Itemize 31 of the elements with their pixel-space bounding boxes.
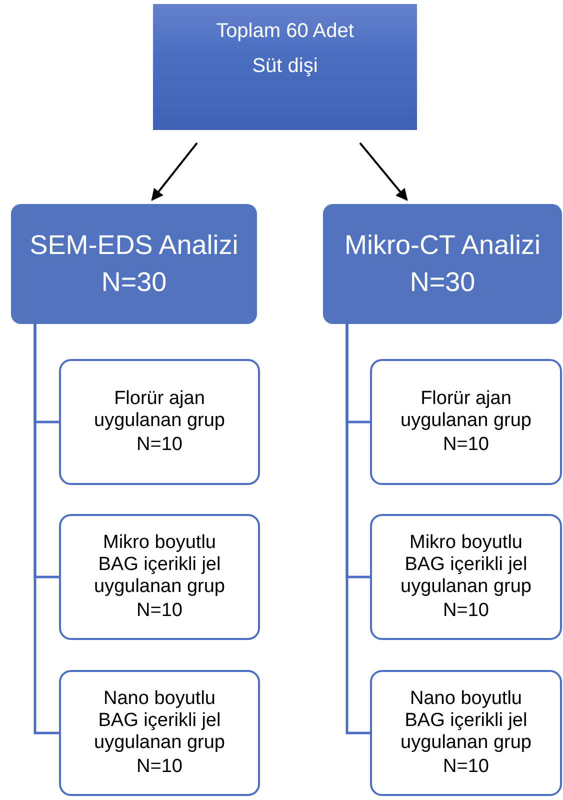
count-label: N=10 [443,756,489,778]
subgroup-box [370,670,562,796]
node-label: Nano boyutlu BAG içerikli jel uygulanan grup [400,688,532,754]
count-label: N=10 [136,756,182,778]
subgroup-box [370,359,562,485]
arrow [359,142,408,201]
count-label: N=30 [410,267,476,298]
subgroup-box [59,359,260,485]
arrow [151,142,198,201]
connector-line [346,324,370,734]
node-label: Mikro boyutlu BAG içerikli jel uygulanan grup [400,532,532,598]
subgroup-box [59,670,260,796]
count-label: N=30 [101,267,167,298]
node-label: Florür ajan uygulanan grup [400,388,532,432]
node-label: Florür ajan uygulanan grup [93,388,226,432]
group-box [323,204,562,324]
group-box [11,204,257,324]
node-label: SEM-EDS Analizi [30,230,238,261]
node-label: Mikro boyutlu BAG içerikli jel uygulanan grup [93,532,226,598]
node-label: Nano boyutlu BAG içerikli jel uygulanan grup [93,688,226,754]
count-label: N=10 [136,600,182,622]
count-label: N=10 [443,434,489,456]
connector-line [34,324,59,734]
node-label: Mikro-CT Analizi [344,230,541,261]
root-box [153,4,417,130]
subgroup-box [370,514,562,640]
subgroup-box [59,514,260,640]
count-label: N=10 [443,600,489,622]
count-label: Süt dişi [252,55,318,78]
count-label: N=10 [136,434,182,456]
node-label: Toplam 60 Adet [216,20,354,43]
